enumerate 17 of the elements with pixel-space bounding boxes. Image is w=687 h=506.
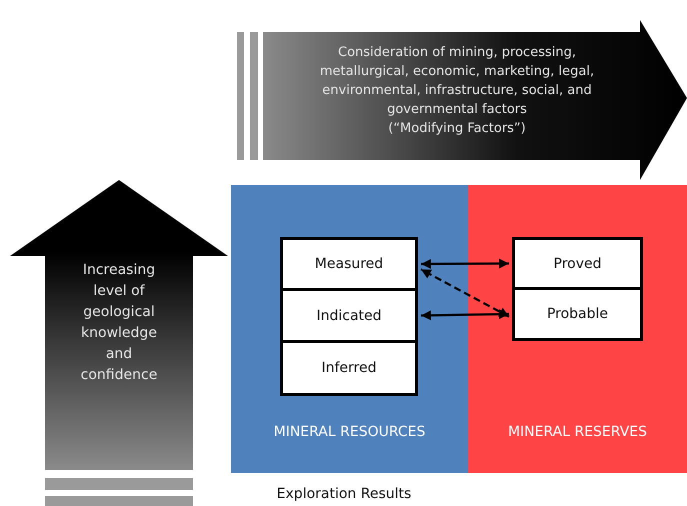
- category-panel: [468, 185, 687, 473]
- category-box: Probable: [512, 287, 643, 341]
- arrow: [420, 309, 510, 320]
- arrow: [420, 268, 510, 318]
- knowledge-arrow: [10, 180, 228, 506]
- panel-title: MINERAL RESOURCES: [272, 424, 426, 440]
- arrow: [421, 258, 509, 269]
- category-box: Proved: [512, 237, 643, 290]
- arrow-text: Increasing level of geological knowledge and confidence: [80, 261, 158, 385]
- bottom-label: Exploration Results: [276, 486, 412, 502]
- category-box: Inferred: [280, 340, 418, 396]
- panel-title: MINERAL RESERVES: [506, 424, 648, 440]
- arrow-subtext: (“Modifying Factors”): [387, 120, 527, 138]
- category-panel: [231, 185, 468, 473]
- arrow-text: Consideration of mining, processing, metallurgical, economic, marketing, legal, environmental, infrastructure, social, and governmental factors: [318, 44, 596, 119]
- category-box: Indicated: [280, 288, 418, 343]
- category-box: Measured: [280, 237, 418, 291]
